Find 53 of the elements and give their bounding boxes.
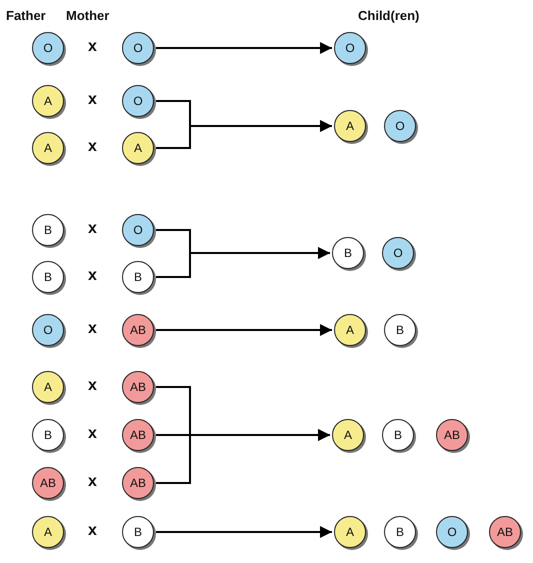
blood-type-circle: B (332, 237, 364, 269)
blood-type-circle: AB (436, 419, 468, 451)
blood-type-circle: O (384, 110, 416, 142)
blood-type-circle: A (122, 132, 154, 164)
cross-symbol: x (88, 38, 97, 56)
blood-type-circle: B (384, 314, 416, 346)
blood-type-circle: A (334, 110, 366, 142)
blood-type-circle: A (334, 314, 366, 346)
blood-type-circle: AB (32, 467, 64, 499)
cross-symbol: x (88, 320, 97, 338)
cross-symbol: x (88, 522, 97, 540)
column-heading: Mother (66, 8, 110, 23)
blood-type-circle: O (32, 314, 64, 346)
blood-type-circle: A (334, 516, 366, 548)
arrow (156, 120, 332, 149)
blood-type-circle: AB (122, 314, 154, 346)
cross-symbol: x (88, 267, 97, 285)
cross-symbol: x (88, 91, 97, 109)
column-heading: Father (6, 8, 46, 23)
blood-type-circle: O (436, 516, 468, 548)
cross-symbol: x (88, 138, 97, 156)
blood-type-circle: B (122, 261, 154, 293)
blood-type-circle: B (382, 419, 414, 451)
cross-symbol: x (88, 425, 97, 443)
blood-type-circle: A (32, 516, 64, 548)
column-heading: Child(ren) (358, 8, 420, 23)
blood-type-circle: O (122, 85, 154, 117)
blood-type-circle: O (382, 237, 414, 269)
arrow (156, 526, 332, 538)
blood-type-circle: O (334, 32, 366, 64)
blood-type-circle: A (332, 419, 364, 451)
cross-symbol: x (88, 473, 97, 491)
blood-type-circle: AB (122, 467, 154, 499)
blood-type-circle: O (122, 214, 154, 246)
blood-type-circle: B (32, 419, 64, 451)
blood-type-circle: O (122, 32, 154, 64)
blood-type-circle: B (32, 214, 64, 246)
arrow (156, 247, 330, 278)
cross-symbol: x (88, 377, 97, 395)
blood-type-circle: AB (489, 516, 521, 548)
blood-type-circle: A (32, 371, 64, 403)
blood-type-circle: A (32, 85, 64, 117)
blood-type-circle: B (122, 516, 154, 548)
blood-type-circle: O (32, 32, 64, 64)
blood-type-circle: A (32, 132, 64, 164)
blood-type-circle: B (32, 261, 64, 293)
arrow (156, 42, 332, 54)
blood-type-circle: AB (122, 419, 154, 451)
arrow (156, 429, 330, 484)
arrow (156, 324, 332, 336)
cross-symbol: x (88, 220, 97, 238)
blood-type-circle: B (384, 516, 416, 548)
blood-type-circle: AB (122, 371, 154, 403)
